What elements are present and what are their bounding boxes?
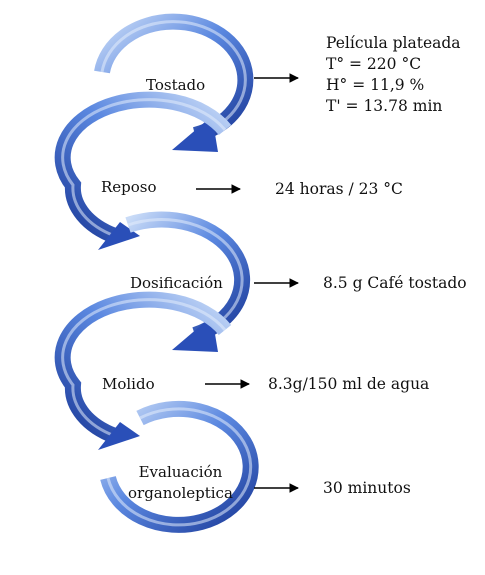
stage-label-dosificacion: Dosificación <box>130 274 223 292</box>
note-evaluacion-line: 30 minutos <box>323 479 411 497</box>
note-dosificacion: 8.5 g Café tostado <box>323 273 467 294</box>
note-evaluacion: 30 minutos <box>323 478 411 499</box>
stage-label-reposo: Reposo <box>101 178 157 196</box>
note-molido-line: 8.3g/150 ml de agua <box>268 375 430 393</box>
stage-label-tostado: Tostado <box>146 76 206 94</box>
note-reposo-line: 24 horas / 23 °C <box>275 180 403 198</box>
note-tostado-line: T° = 220 °C <box>326 55 422 73</box>
stage-label-molido: Molido <box>102 375 155 393</box>
stage-label-evaluacion-line-1: Evaluación <box>138 463 223 481</box>
note-dosificacion-line: 8.5 g Café tostado <box>323 274 467 292</box>
note-reposo: 24 horas / 23 °C <box>275 179 403 200</box>
note-tostado: Película plateada T° = 220 °C H° = 11,9 … <box>326 33 461 117</box>
note-tostado-line: H° = 11,9 % <box>326 76 425 94</box>
stage-label-evaluacion-line-2: organoleptica <box>128 484 233 502</box>
stage-label-evaluacion: Evaluación organoleptica <box>128 462 233 504</box>
cycle-arrow-tostado <box>94 13 254 152</box>
note-tostado-line: Película plateada <box>326 34 461 52</box>
cycle-arrow-molido <box>54 291 232 450</box>
note-molido: 8.3g/150 ml de agua <box>268 374 429 395</box>
note-tostado-line: T' = 13.78 min <box>326 97 443 115</box>
cycle-arrow-evaluacion <box>100 400 259 533</box>
